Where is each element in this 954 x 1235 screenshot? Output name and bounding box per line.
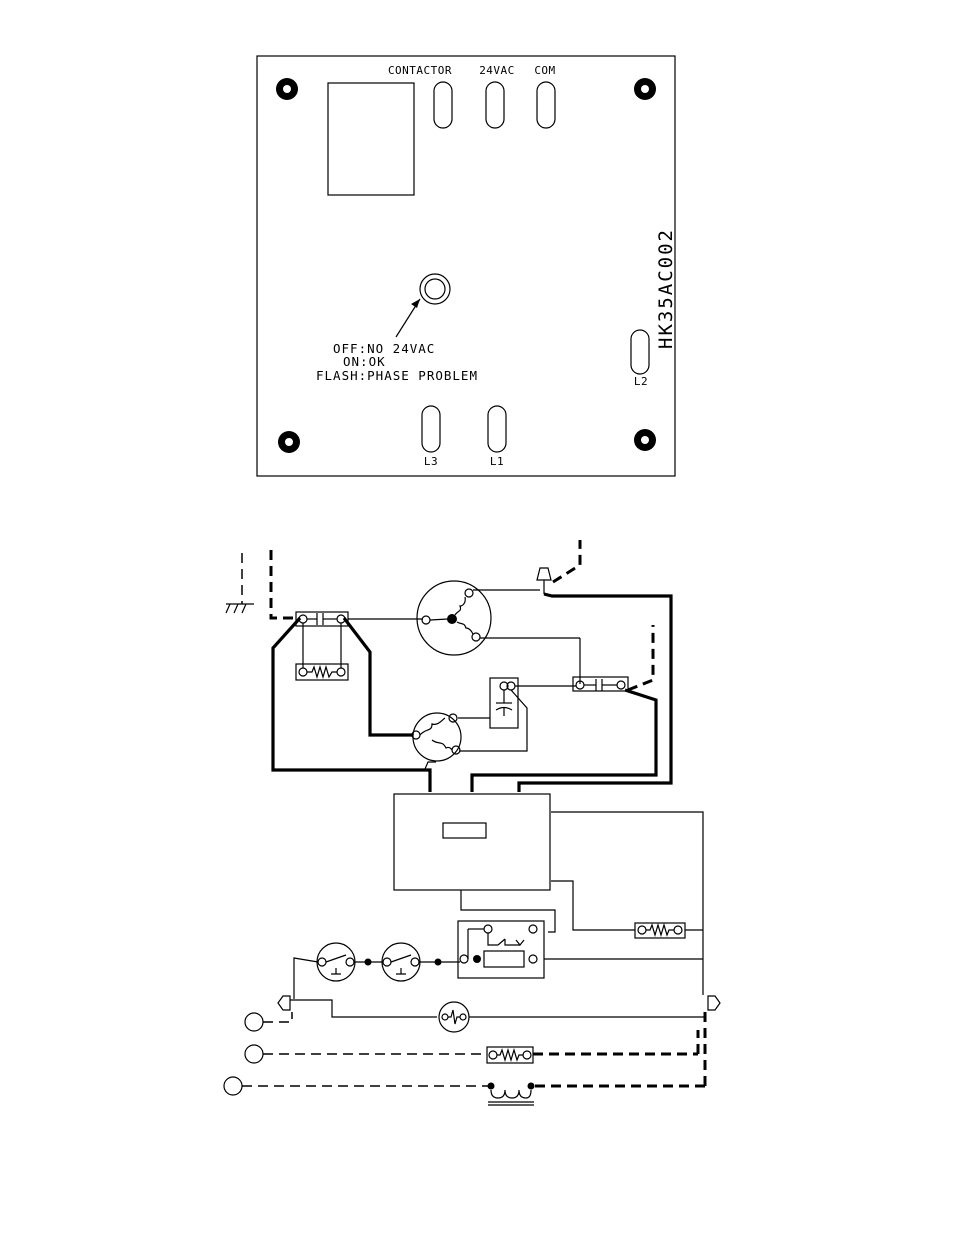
l1-label: L1 bbox=[490, 455, 504, 468]
motor-icon bbox=[412, 713, 461, 761]
connector-icon bbox=[278, 996, 290, 1010]
circuit-board: CONTACTOR 24VAC COM HK35AC002 OFF:NO 24V… bbox=[257, 56, 677, 476]
thermostat-icon bbox=[317, 943, 355, 981]
thermostat-icon bbox=[382, 943, 420, 981]
contactor-contacts bbox=[296, 612, 348, 626]
motor-icon bbox=[417, 581, 491, 655]
power-lead-dashed-right bbox=[628, 625, 653, 690]
wire-l1 bbox=[519, 594, 671, 792]
wiring-schematic bbox=[224, 540, 720, 1105]
board-outline bbox=[257, 56, 675, 476]
relay-coil bbox=[484, 951, 524, 967]
resistor-icon bbox=[646, 925, 674, 935]
connector-icon bbox=[708, 996, 720, 1010]
l3-terminal bbox=[422, 406, 440, 452]
l1-terminal bbox=[488, 406, 506, 452]
mounting-hole-icon bbox=[278, 431, 300, 453]
resistor-icon bbox=[497, 1050, 523, 1060]
wire-l3 bbox=[273, 618, 430, 792]
resistor-icon bbox=[307, 667, 337, 677]
com-terminal bbox=[537, 82, 555, 128]
led-icon bbox=[420, 274, 450, 304]
com-label: COM bbox=[534, 64, 555, 77]
part-number: HK35AC002 bbox=[655, 228, 677, 349]
field-lead-terminal bbox=[245, 1045, 263, 1063]
module-led-window bbox=[443, 823, 486, 838]
l2-label: L2 bbox=[634, 375, 648, 388]
l2-terminal bbox=[631, 330, 649, 374]
ground-lead-dashed bbox=[553, 540, 580, 582]
led-note-2: ON:OK bbox=[343, 354, 386, 369]
fuse-icon bbox=[439, 1002, 469, 1032]
mounting-hole-icon bbox=[634, 429, 656, 451]
transformer-icon bbox=[488, 1083, 535, 1106]
mounting-hole-icon bbox=[634, 78, 656, 100]
wire-fan-motor bbox=[344, 618, 413, 735]
capacitor-icon bbox=[496, 690, 512, 716]
wire-l2 bbox=[472, 690, 656, 792]
field-lead-terminal bbox=[245, 1013, 263, 1031]
mounting-hole-icon bbox=[276, 78, 298, 100]
field-lead-terminal bbox=[224, 1077, 242, 1095]
ground-icon bbox=[226, 553, 254, 613]
led-leader-arrow bbox=[411, 299, 420, 308]
phase-monitor-module bbox=[394, 794, 550, 890]
contactor-label: CONTACTOR bbox=[388, 64, 452, 77]
24vac-terminal bbox=[486, 82, 504, 128]
24vac-label: 24VAC bbox=[479, 64, 515, 77]
contactor-terminal bbox=[434, 82, 452, 128]
power-lead-dashed bbox=[271, 550, 298, 618]
relay-block bbox=[328, 83, 414, 195]
l3-label: L3 bbox=[424, 455, 438, 468]
led-note-3: FLASH:PHASE PROBLEM bbox=[316, 368, 478, 383]
